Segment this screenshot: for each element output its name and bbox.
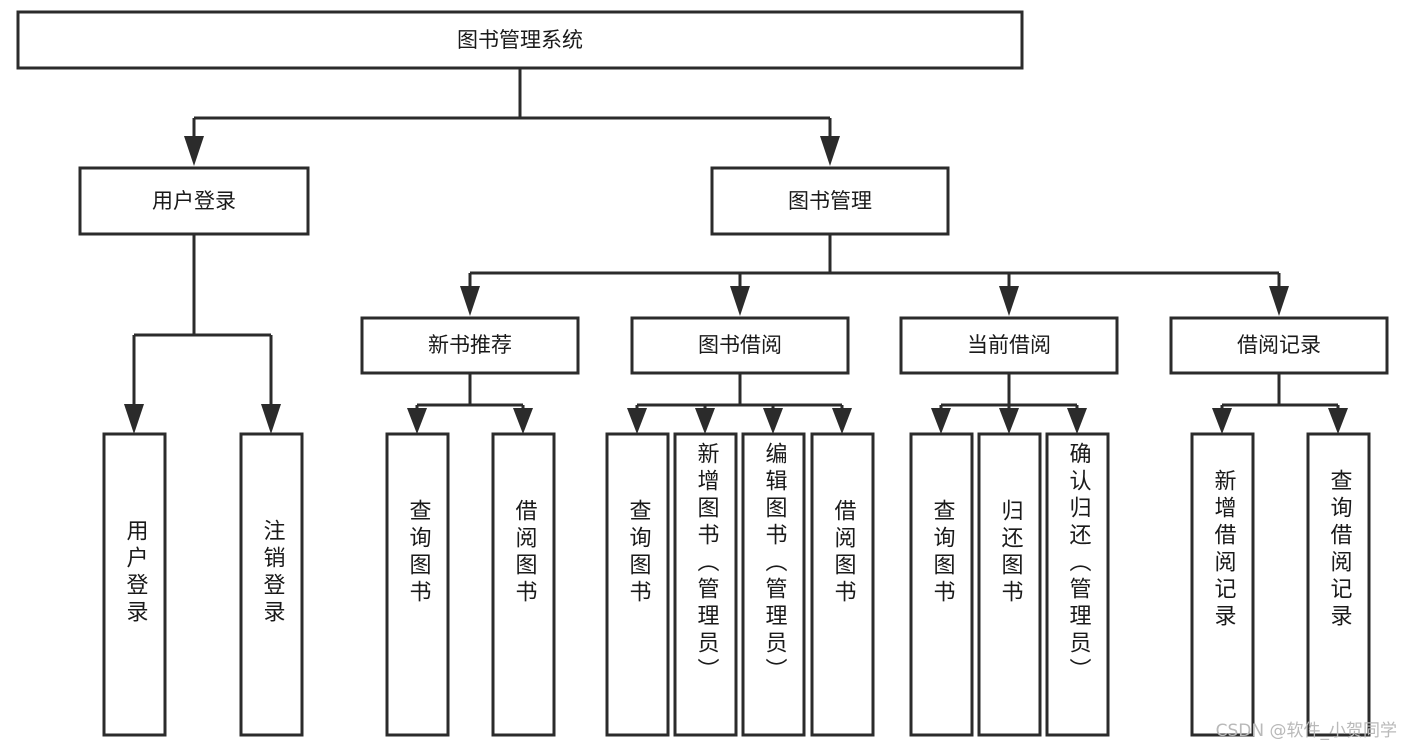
- node-user-login-label: 用户登录: [152, 189, 236, 213]
- leaf-node-box[interactable]: [1306, 432, 1371, 737]
- leaf-node-box[interactable]: [491, 432, 556, 737]
- leaf-node-box[interactable]: [673, 432, 738, 737]
- leaf-node-box[interactable]: [1190, 432, 1255, 737]
- leaf-node-box[interactable]: [977, 432, 1042, 737]
- connector-recommend-to-leaves: [407, 373, 533, 434]
- leaf-node-box[interactable]: [741, 432, 806, 737]
- node-current-borrow-label: 当前借阅: [967, 333, 1051, 357]
- node-root[interactable]: 图书管理系统: [16, 10, 1024, 70]
- connector-record-to-leaves: [1212, 373, 1348, 434]
- leaf-node-box[interactable]: [909, 432, 974, 737]
- node-user-login[interactable]: 用户登录: [78, 166, 310, 236]
- node-new-book-recommend[interactable]: 新书推荐: [360, 316, 580, 375]
- node-book-borrow[interactable]: 图书借阅: [630, 316, 850, 375]
- connector-borrow-to-leaves: [627, 373, 852, 434]
- leaf-node-box[interactable]: [810, 432, 875, 737]
- leaf-node-box[interactable]: [102, 432, 167, 737]
- node-book-management-label: 图书管理: [788, 189, 872, 213]
- node-borrow-record-label: 借阅记录: [1237, 333, 1321, 357]
- connector-root-to-level2: [184, 68, 840, 166]
- connector-current-to-leaves: [931, 373, 1087, 434]
- leaf-node-box[interactable]: [239, 432, 304, 737]
- node-book-borrow-label: 图书借阅: [698, 333, 782, 357]
- node-current-borrow[interactable]: 当前借阅: [899, 316, 1119, 375]
- leaf-node-box[interactable]: [385, 432, 450, 737]
- node-root-label: 图书管理系统: [457, 28, 583, 52]
- leaf-node-box[interactable]: [605, 432, 670, 737]
- leaf-node-box[interactable]: [1045, 432, 1110, 737]
- node-borrow-record[interactable]: 借阅记录: [1169, 316, 1389, 375]
- connector-userlogin-to-leaves: [124, 234, 281, 434]
- connector-bookmgmt-to-level3: [460, 234, 1289, 316]
- node-new-book-recommend-label: 新书推荐: [428, 333, 512, 357]
- node-book-management[interactable]: 图书管理: [710, 166, 950, 236]
